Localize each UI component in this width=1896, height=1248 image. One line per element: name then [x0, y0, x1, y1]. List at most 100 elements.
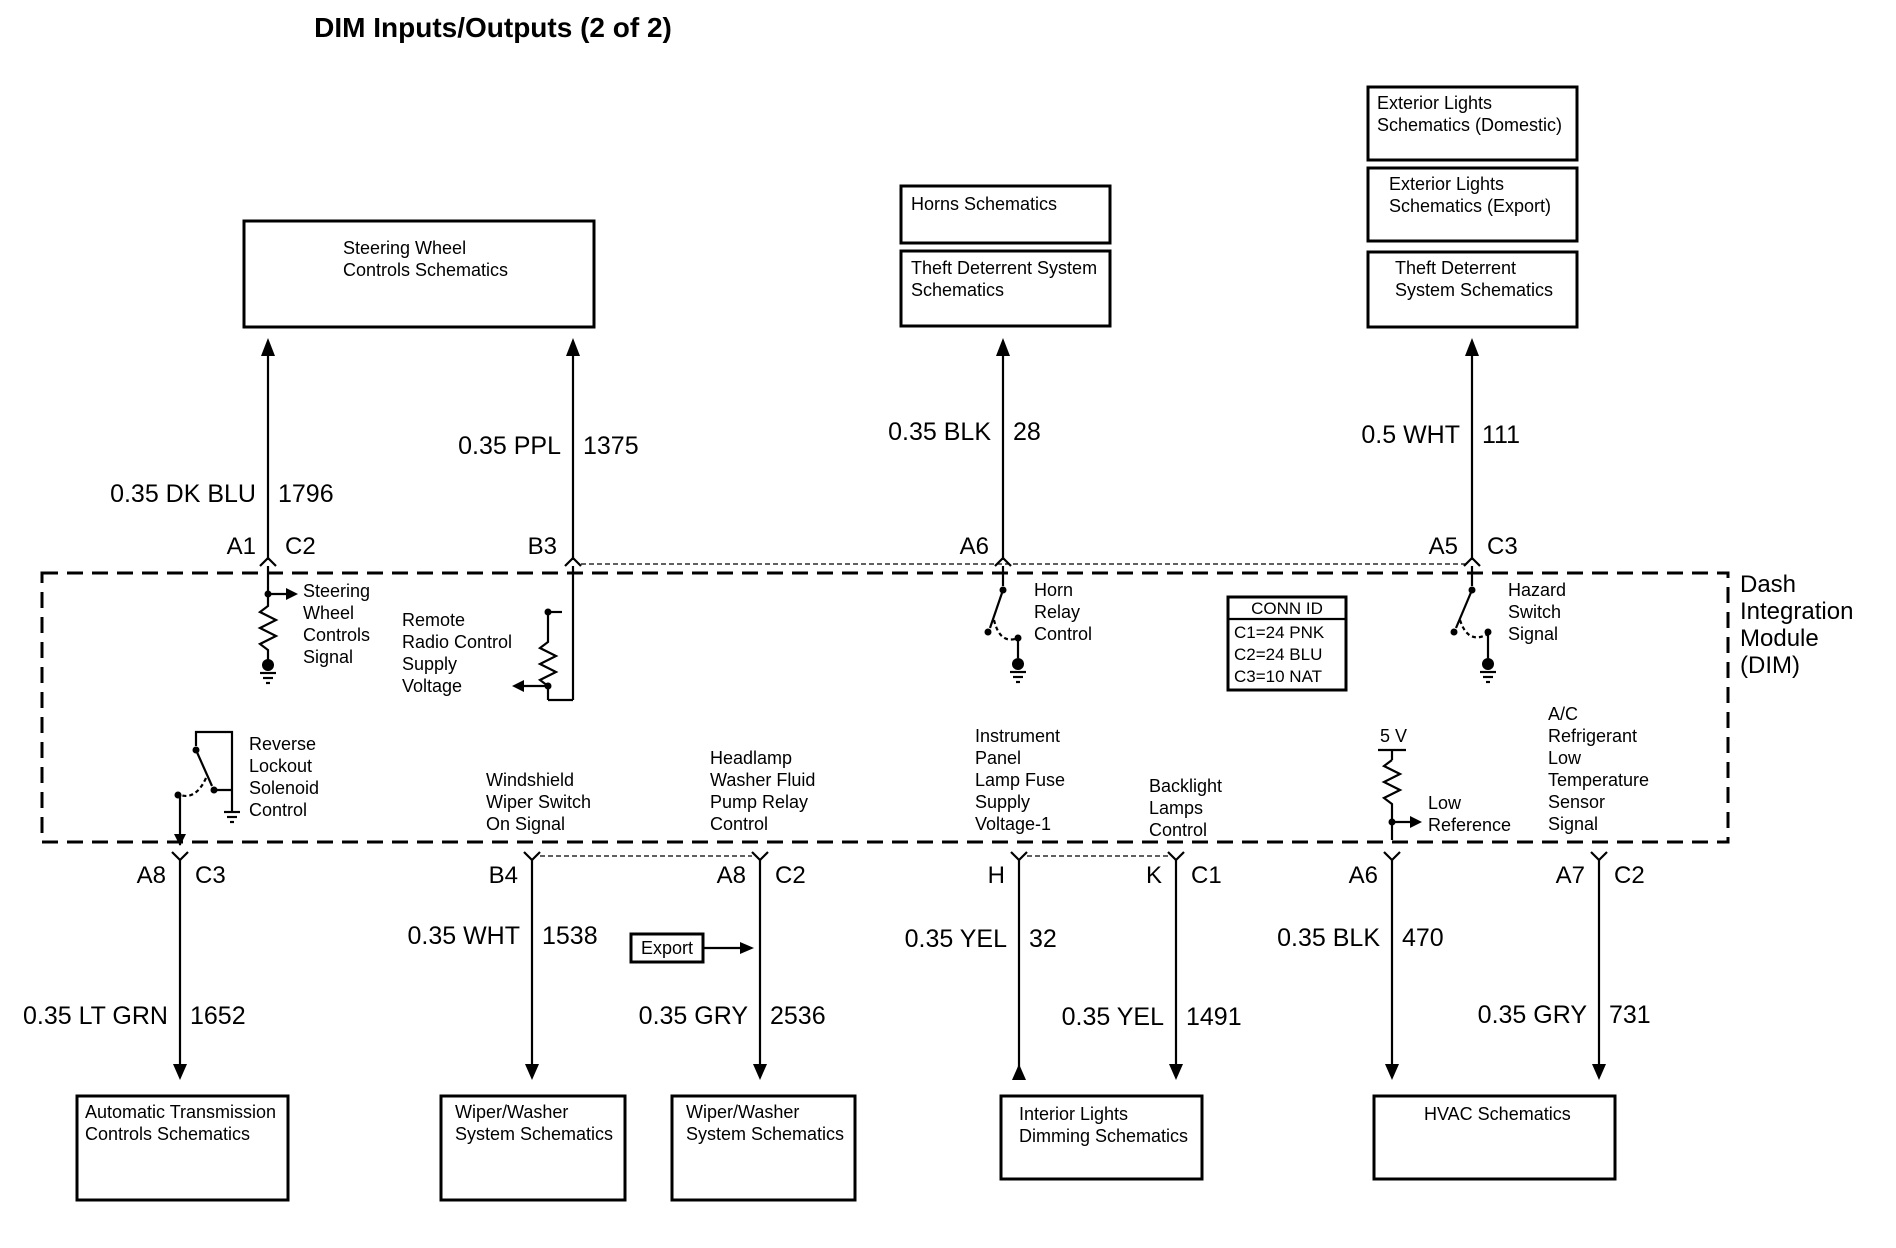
dim-module-boundary — [40, 571, 1730, 844]
svg-text:0.35 YEL: 0.35 YEL — [905, 925, 1008, 953]
wiper-washer-box-1[interactable]: Wiper/Washer System Schematics — [439, 1094, 627, 1202]
auto-trans-box[interactable]: Automatic Transmission Controls Schemati… — [75, 1094, 290, 1202]
wire-28: 0.35 BLK 28 A6 — [888, 338, 1041, 567]
svg-text:Exterior Lights: Exterior Lights — [1389, 174, 1504, 194]
svg-text:28: 28 — [1013, 418, 1041, 446]
dim-module-label: Dash Integration Module (DIM) — [1740, 571, 1853, 679]
svg-text:Supply: Supply — [975, 792, 1030, 812]
svg-text:A/C: A/C — [1548, 704, 1578, 724]
svg-text:Low: Low — [1428, 793, 1462, 813]
wire-1538: B4 0.35 WHT 1538 — [407, 851, 598, 1080]
svg-text:A6: A6 — [1349, 862, 1378, 889]
wire-111: 0.5 WHT 111 A5 C3 — [1361, 338, 1520, 567]
wiper-washer-box-2[interactable]: Wiper/Washer System Schematics — [670, 1094, 857, 1202]
svg-text:Panel: Panel — [975, 748, 1021, 768]
steering-wheel-controls-box[interactable]: Steering Wheel Controls Schematics — [242, 219, 596, 329]
svg-text:Integration: Integration — [1740, 598, 1853, 625]
svg-text:Schematics: Schematics — [911, 280, 1004, 300]
svg-text:Temperature: Temperature — [1548, 770, 1649, 790]
svg-text:Wheel: Wheel — [303, 603, 354, 623]
svg-text:Horn: Horn — [1034, 580, 1073, 600]
svg-text:Theft Deterrent: Theft Deterrent — [1395, 258, 1516, 278]
svg-text:Solenoid: Solenoid — [249, 778, 319, 798]
svg-text:Dash: Dash — [1740, 571, 1796, 598]
svg-text:2536: 2536 — [770, 1002, 826, 1030]
windshield-wiper-label: Windshield Wiper Switch On Signal — [486, 770, 591, 834]
hvac-box[interactable]: HVAC Schematics — [1372, 1094, 1617, 1181]
svg-text:Windshield: Windshield — [486, 770, 574, 790]
svg-text:C1: C1 — [1191, 862, 1222, 889]
svg-text:A8: A8 — [717, 862, 746, 889]
svg-text:1538: 1538 — [542, 922, 598, 950]
svg-text:Signal: Signal — [1508, 624, 1558, 644]
svg-text:B4: B4 — [489, 862, 518, 889]
svg-text:Headlamp: Headlamp — [710, 748, 792, 768]
svg-text:0.35 DK BLU: 0.35 DK BLU — [110, 480, 256, 508]
svg-text:System Schematics: System Schematics — [455, 1124, 613, 1144]
svg-text:0.35 WHT: 0.35 WHT — [407, 922, 520, 950]
conn-id-table: CONN ID C1=24 PNK C2=24 BLU C3=10 NAT — [1226, 595, 1348, 692]
svg-text:On Signal: On Signal — [486, 814, 565, 834]
svg-text:Interior Lights: Interior Lights — [1019, 1104, 1128, 1124]
svg-text:0.5 WHT: 0.5 WHT — [1361, 421, 1460, 449]
svg-text:Supply: Supply — [402, 654, 457, 674]
svg-text:System Schematics: System Schematics — [1395, 280, 1553, 300]
svg-text:Pump Relay: Pump Relay — [710, 792, 808, 812]
exterior-lights-domestic-box[interactable]: Exterior Lights Schematics (Domestic) — [1366, 85, 1579, 162]
svg-text:A7: A7 — [1556, 862, 1585, 889]
svg-text:Controls Schematics: Controls Schematics — [343, 260, 508, 280]
svg-text:0.35 BLK: 0.35 BLK — [1277, 924, 1380, 952]
reverse-lockout-switch: Reverse Lockout Solenoid Control — [174, 730, 319, 846]
wire-1375: 0.35 PPL 1375 B3 — [458, 338, 639, 567]
svg-text:0.35 YEL: 0.35 YEL — [1062, 1003, 1165, 1031]
svg-text:Wiper Switch: Wiper Switch — [486, 792, 591, 812]
svg-text:Relay: Relay — [1034, 602, 1080, 622]
theft-deterrent-box-1[interactable]: Theft Deterrent System Schematics — [899, 249, 1112, 328]
svg-text:1375: 1375 — [583, 432, 639, 460]
svg-text:Signal: Signal — [303, 647, 353, 667]
svg-text:C2: C2 — [1614, 862, 1645, 889]
svg-text:470: 470 — [1402, 924, 1444, 952]
svg-text:Instrument: Instrument — [975, 726, 1060, 746]
svg-text:K: K — [1146, 862, 1162, 889]
svg-text:Controls Schematics: Controls Schematics — [85, 1124, 250, 1144]
svg-text:Theft Deterrent System: Theft Deterrent System — [911, 258, 1097, 278]
ip-lamp-fuse-label: Instrument Panel Lamp Fuse Supply Voltag… — [975, 726, 1065, 834]
wire-1491: K C1 0.35 YEL 1491 — [1062, 851, 1242, 1080]
export-tag: Export — [629, 932, 754, 964]
svg-text:Lamp Fuse: Lamp Fuse — [975, 770, 1065, 790]
svg-text:Control: Control — [1034, 624, 1092, 644]
svg-text:Sensor: Sensor — [1548, 792, 1605, 812]
svg-text:5 V: 5 V — [1380, 726, 1407, 746]
svg-text:0.35 BLK: 0.35 BLK — [888, 418, 991, 446]
svg-text:Module: Module — [1740, 625, 1819, 652]
svg-text:Steering: Steering — [303, 581, 370, 601]
svg-text:Exterior Lights: Exterior Lights — [1377, 93, 1492, 113]
svg-text:A6: A6 — [960, 533, 989, 560]
svg-text:Steering Wheel: Steering Wheel — [343, 238, 466, 258]
svg-text:Refrigerant: Refrigerant — [1548, 726, 1637, 746]
svg-text:A1: A1 — [227, 533, 256, 560]
svg-text:Washer Fluid: Washer Fluid — [710, 770, 815, 790]
svg-text:0.35 LT GRN: 0.35 LT GRN — [23, 1002, 168, 1030]
svg-text:C3: C3 — [1487, 533, 1518, 560]
remote-radio-supply-circuit: Remote Radio Control Supply Voltage — [402, 566, 575, 702]
svg-text:C2: C2 — [285, 533, 316, 560]
svg-text:C3=10 NAT: C3=10 NAT — [1234, 667, 1322, 686]
svg-text:(DIM): (DIM) — [1740, 652, 1800, 679]
svg-text:111: 111 — [1482, 421, 1520, 449]
horns-schematics-box[interactable]: Horns Schematics — [899, 184, 1112, 245]
diagram-title: DIM Inputs/Outputs (2 of 2) — [314, 12, 672, 43]
hazard-switch: Hazard Switch Signal — [1450, 566, 1566, 684]
exterior-lights-export-box[interactable]: Exterior Lights Schematics (Export) — [1366, 166, 1579, 243]
svg-text:Backlight: Backlight — [1149, 776, 1222, 796]
headlamp-washer-label: Headlamp Washer Fluid Pump Relay Control — [710, 748, 815, 834]
svg-text:0.35 GRY: 0.35 GRY — [1478, 1001, 1588, 1029]
svg-text:731: 731 — [1609, 1001, 1651, 1029]
svg-text:Control: Control — [1149, 820, 1207, 840]
svg-text:C2=24 BLU: C2=24 BLU — [1234, 645, 1322, 664]
interior-lights-box[interactable]: Interior Lights Dimming Schematics — [999, 1094, 1204, 1181]
theft-deterrent-box-2[interactable]: Theft Deterrent System Schematics — [1366, 250, 1579, 329]
svg-text:Reference: Reference — [1428, 815, 1511, 835]
